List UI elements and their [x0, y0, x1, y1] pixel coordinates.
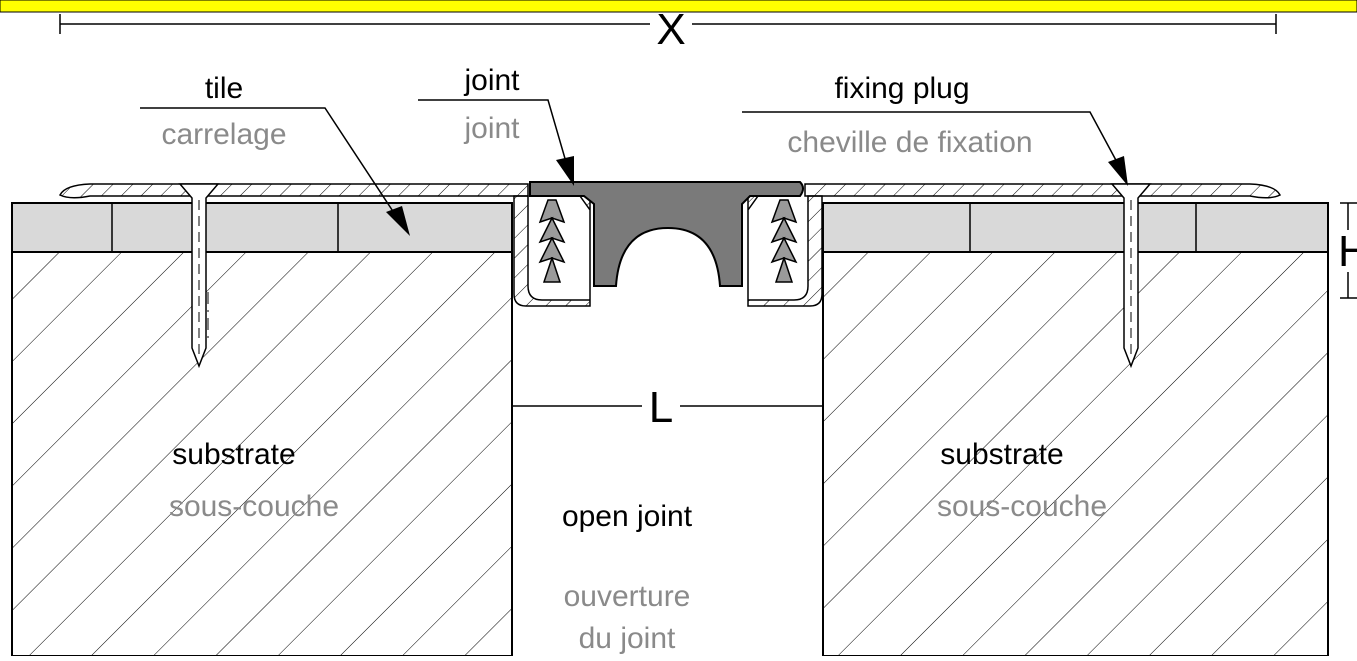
h-dimension: H — [1338, 202, 1357, 299]
top-banner — [0, 0, 1357, 13]
joint-leader — [418, 99, 574, 186]
tile-leader — [140, 107, 410, 236]
right-cover-flange — [804, 183, 1282, 199]
h-dimension-label: H — [1338, 227, 1357, 276]
x-dimension-label: X — [656, 5, 685, 54]
joint-label-fr: joint — [463, 112, 520, 145]
x-dimension: X — [59, 5, 1277, 54]
right-tiles — [822, 202, 1329, 253]
left-cover-flange — [58, 183, 529, 199]
fixing-plug-label-fr: cheville de fixation — [787, 126, 1032, 159]
open-joint-label-fr-line1: ouverture — [564, 580, 691, 613]
left-fixing-screw — [178, 183, 220, 369]
left-tiles — [11, 202, 513, 253]
l-dimension-label: L — [649, 383, 673, 432]
left-carrier — [513, 195, 591, 307]
right-carrier — [747, 195, 823, 307]
open-joint-label-fr-line2: du joint — [579, 622, 676, 655]
right-fixing-screw — [1110, 183, 1152, 369]
right-anchor-teeth — [770, 199, 798, 283]
l-dimension: L — [512, 383, 823, 432]
substrate-right-label-en: substrate — [940, 438, 1063, 471]
tile-label-fr: carrelage — [161, 118, 286, 151]
substrate-right-label-fr: sous-couche — [937, 490, 1107, 523]
left-anchor-teeth — [538, 199, 566, 283]
fixing-plug-leader — [742, 111, 1128, 186]
tile-label-en: tile — [205, 72, 243, 105]
open-joint-label-en: open joint — [562, 500, 693, 533]
right-substrate — [822, 251, 1329, 657]
rubber-joint-insert — [529, 181, 804, 287]
substrate-left-label-fr: sous-couche — [169, 490, 339, 523]
left-substrate — [11, 251, 513, 657]
substrate-left-label-en: substrate — [172, 438, 295, 471]
joint-label-en: joint — [463, 64, 520, 97]
fixing-plug-label-en: fixing plug — [834, 72, 969, 105]
